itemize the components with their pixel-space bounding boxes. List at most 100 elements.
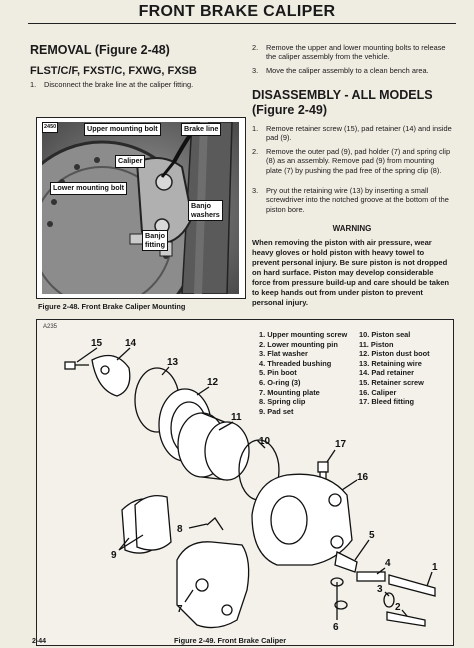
legend-item: 14. Pad retainer [359, 368, 415, 378]
part-number-label: 1 [432, 562, 438, 573]
legend-item: 7. Mounting plate [259, 387, 320, 397]
part-number-label: 8 [177, 524, 183, 535]
part-number-label: 15 [91, 338, 103, 349]
threaded-bushing-part [356, 571, 386, 582]
leader-line [384, 591, 390, 597]
mounting-plate-part [176, 541, 250, 629]
callout-line-2: washers [191, 209, 220, 219]
callout-line-1: Banjo [145, 231, 165, 240]
leader-line [426, 571, 433, 587]
step-text: Move the caliper assembly to a clean ben… [266, 66, 429, 75]
leader-line [188, 523, 208, 529]
part-number-label: 2 [395, 602, 401, 613]
page-number: 2-44 [32, 638, 47, 645]
warning-heading: WARNING [332, 224, 372, 233]
legend-item: 17. Bleed fitting [359, 397, 415, 407]
disassembly-heading: DISASSEMBLY - ALL MODELS (Figure 2-49) [252, 88, 433, 118]
removal-heading: REMOVAL (Figure 2-48) [30, 43, 170, 57]
part-number-label: 12 [207, 377, 219, 388]
step-text: Disconnect the brake line at the caliper… [44, 80, 194, 89]
leader-line [218, 421, 234, 431]
pin-boot-part [334, 551, 358, 573]
leader-line [161, 366, 170, 376]
o-ring-part [330, 577, 348, 610]
part-number-label: 4 [385, 558, 391, 569]
figure-code: 2450 [42, 122, 59, 133]
leader-line [401, 609, 408, 617]
part-number-label: 5 [369, 530, 375, 541]
piston-part [177, 412, 250, 481]
leader-line [184, 589, 194, 603]
callout-line-2: fitting [145, 239, 165, 249]
parts-legend-right: 10. Piston seal 11. Piston 12. Piston du… [359, 330, 430, 407]
callout-lower-mounting-bolt: Lower mounting bolt [50, 182, 128, 195]
legend-item: 13. Retaining wire [359, 358, 422, 368]
figure-2-48-box: Upper mounting bolt Brake line Caliper L… [36, 117, 246, 299]
leader-line [376, 567, 386, 575]
callout-banjo-washers: Banjo washers [188, 200, 223, 221]
leader-line [256, 439, 266, 449]
legend-item: 8. Spring clip [259, 397, 306, 407]
step-number: 2. [252, 147, 259, 156]
legend-item: 10. Piston seal [359, 330, 411, 339]
figure-2-49-box: A235 1. Upper mounting screw 2. Lower mo… [36, 319, 454, 646]
legend-item: 11. Piston [359, 339, 394, 349]
legend-item: 2. Lower mounting pin [259, 339, 338, 349]
disassembly-heading-line-2: (Figure 2-49) [252, 103, 328, 117]
figure-2-48-caption: Figure 2-48. Front Brake Caliper Mountin… [38, 302, 186, 311]
figure-2-49-caption: Figure 2-49. Front Brake Caliper [174, 636, 287, 645]
legend-item: 9. Pad set [259, 406, 294, 416]
legend-item: 6. O-ring (3) [259, 377, 301, 387]
step-text: Remove the upper and lower mounting bolt… [266, 43, 446, 62]
title-rule [28, 23, 456, 24]
page-title: FRONT BRAKE CALIPER [138, 3, 336, 20]
step-text: Remove retainer screw (15), pad retainer… [266, 124, 452, 143]
step-number: 2. [252, 43, 259, 52]
step-number: 1. [30, 80, 37, 89]
part-number-label: 10 [259, 436, 271, 447]
step-number: 3. [252, 186, 259, 195]
callout-upper-mounting-bolt: Upper mounting bolt [84, 123, 161, 136]
leader-line [116, 347, 131, 361]
legend-item: 1. Upper mounting screw [259, 330, 348, 339]
pad-retainer-part [91, 354, 131, 397]
part-number-label: 11 [231, 412, 242, 423]
callout-caliper: Caliper [115, 155, 146, 168]
leader-line [326, 449, 336, 463]
leader-line [341, 479, 358, 491]
leader-line [354, 539, 370, 561]
part-number-label: 9 [111, 550, 117, 561]
callout-banjo-fitting: Banjo fitting [142, 230, 168, 251]
legend-item: 12. Piston dust boot [359, 349, 430, 359]
legend-item: 3. Flat washer [259, 349, 308, 359]
legend-item: 4. Threaded bushing [259, 358, 332, 368]
caliper-mounting-photo: Upper mounting bolt Brake line Caliper L… [42, 122, 239, 294]
flat-washer-part [383, 592, 395, 608]
part-number-label: 14 [125, 338, 137, 349]
parts-legend-left: 1. Upper mounting screw 2. Lower mountin… [259, 330, 347, 416]
callout-brake-line: Brake line [181, 123, 222, 136]
legend-item: 5. Pin boot [259, 368, 297, 378]
retainer-screw-part [64, 361, 89, 370]
leader-line [76, 347, 98, 363]
warning-text: When removing the piston with air pressu… [252, 238, 450, 307]
part-number-label: 3 [377, 584, 383, 595]
caliper-body-part [251, 473, 353, 566]
legend-item: 16. Caliper [359, 387, 397, 397]
spring-clip-part [206, 517, 224, 531]
legend-item: 15. Retainer screw [359, 377, 424, 387]
disassembly-heading-line-1: DISASSEMBLY - ALL MODELS [252, 88, 433, 102]
exploded-caliper-diagram: 15 14 13 12 11 10 17 16 9 8 7 6 5 4 3 2 … [64, 338, 438, 633]
step-text: Remove the outer pad (9), pad holder (7)… [266, 147, 451, 175]
part-number-label: 6 [333, 622, 339, 633]
part-number-label: 17 [335, 439, 347, 450]
upper-mounting-screw-part [388, 574, 436, 597]
leader-line [118, 537, 130, 551]
step-number: 3. [252, 66, 259, 75]
pad-set-part [121, 494, 172, 554]
leader-line [118, 534, 144, 551]
step-text: Pry out the retaining wire (13) by inser… [266, 186, 449, 214]
part-number-label: 13 [167, 357, 179, 368]
models-heading: FLST/C/F, FXST/C, FXWG, FXSB [30, 65, 197, 77]
